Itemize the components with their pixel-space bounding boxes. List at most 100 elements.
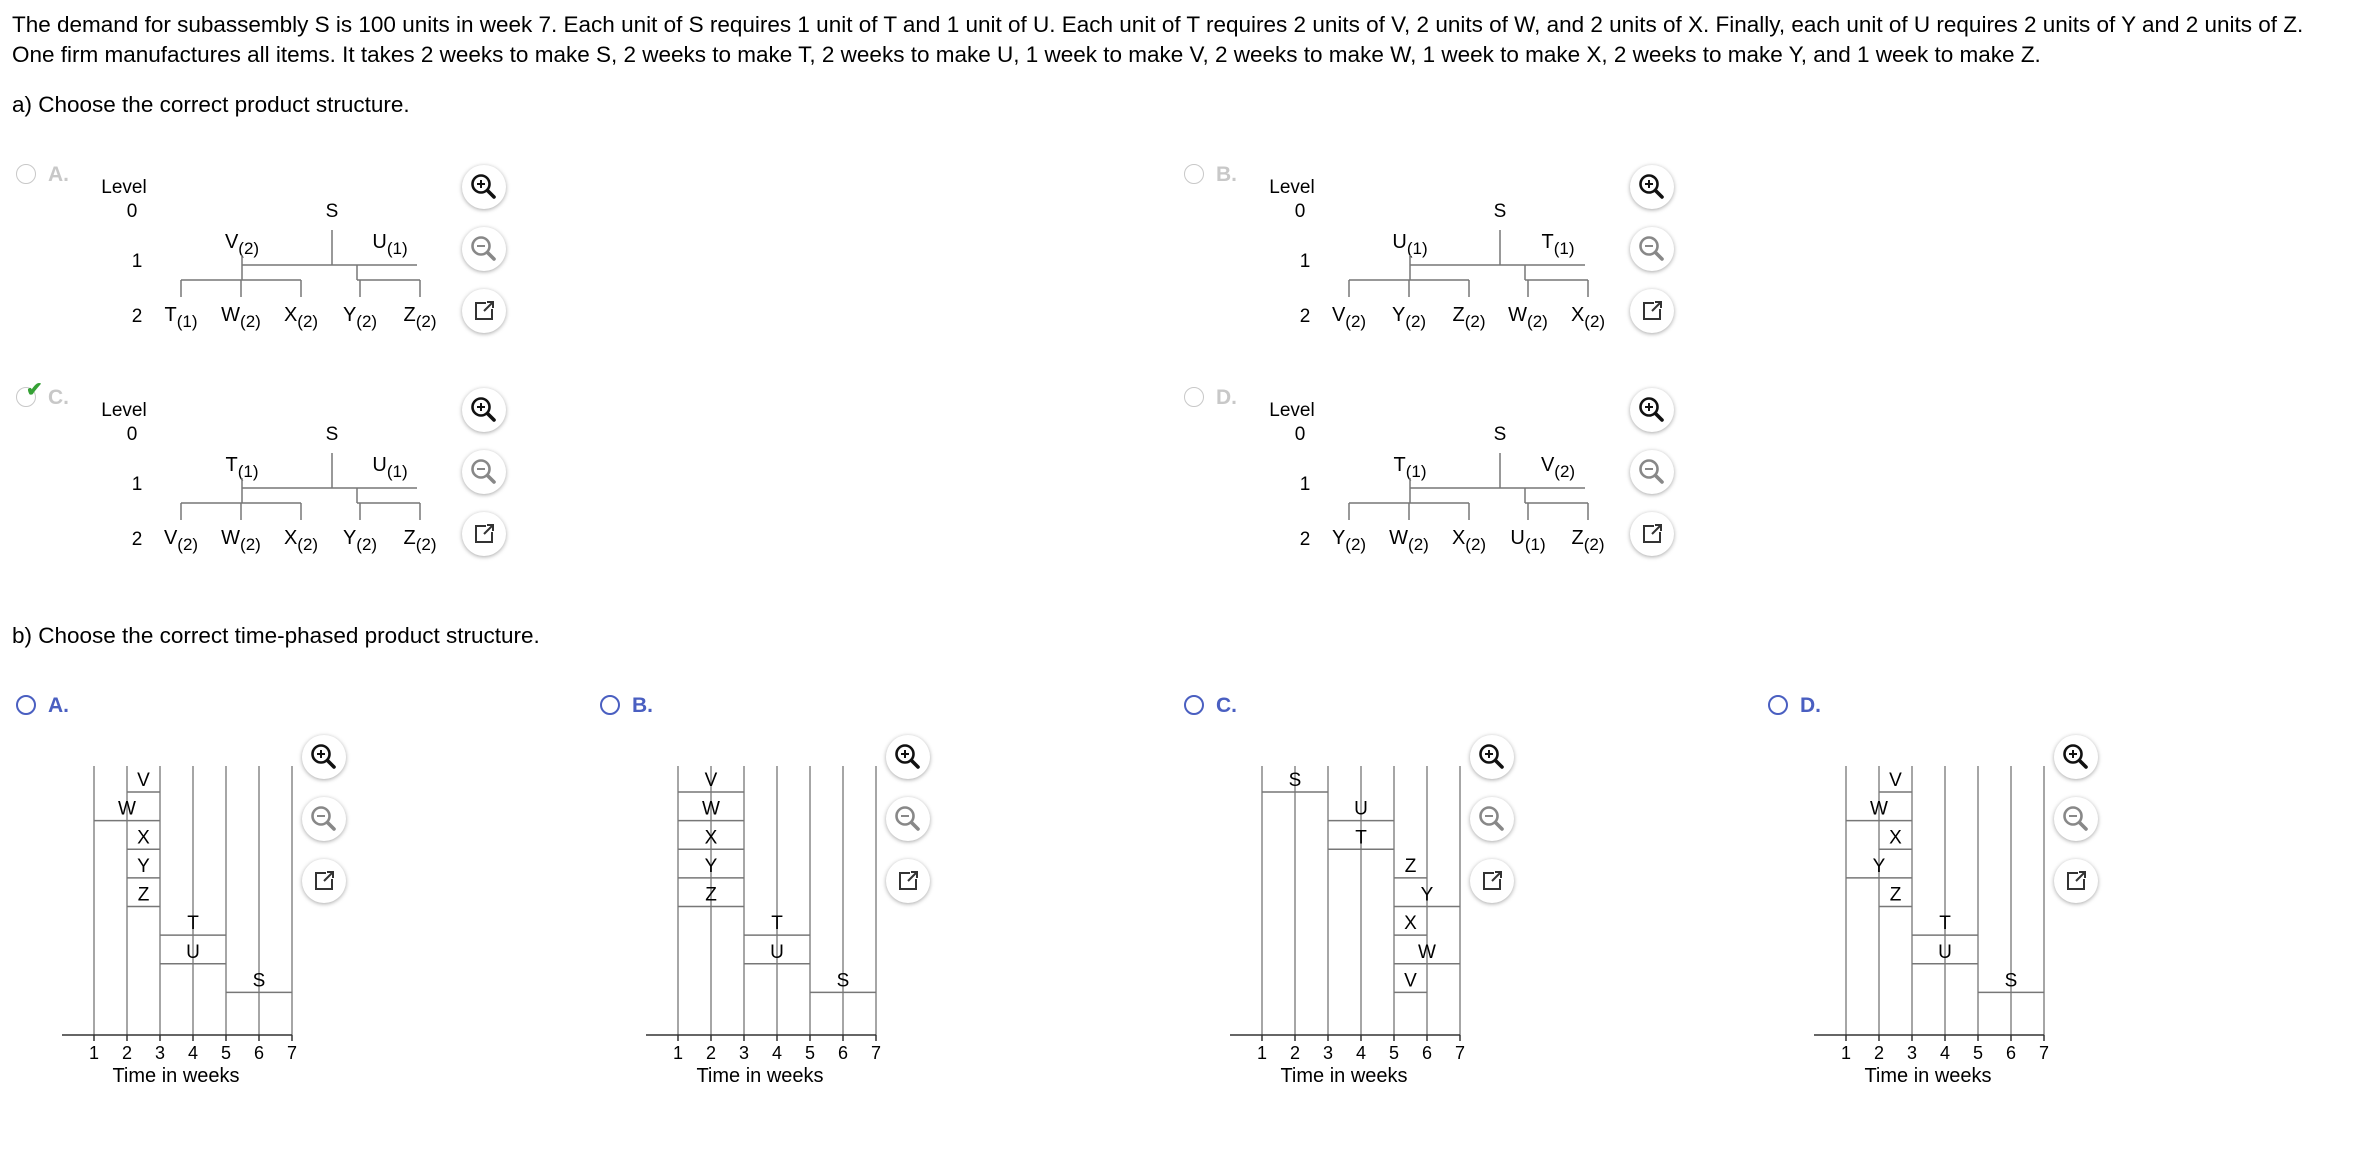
item-label: Y [705,856,718,877]
radio-button[interactable] [16,695,36,715]
zoom-out-button[interactable] [462,450,506,494]
level-title: Level [1269,400,1314,421]
radio-button[interactable] [1184,387,1204,407]
level-number: 0 [127,201,138,222]
option-letter: A. [48,694,69,717]
tick-label: 2 [122,1043,132,1063]
zoom-out-button[interactable] [886,797,930,841]
item-label: V [705,770,718,791]
open-new-window-button[interactable] [886,859,930,903]
zoom-out-button[interactable] [302,797,346,841]
zoom-in-button[interactable] [886,735,930,779]
open-new-window-button[interactable] [462,512,506,556]
zoom-in-button[interactable] [302,735,346,779]
component-label: X(2) [284,304,318,331]
component-label: Z(2) [404,304,437,331]
open-new-window-button[interactable] [462,289,506,333]
item-label: Y [137,856,150,877]
open-new-window-icon [899,871,918,890]
zoom-out-button[interactable] [1630,450,1674,494]
item-label: V [1404,970,1417,991]
option-letter: A. [48,163,69,186]
open-new-window-button[interactable] [2054,859,2098,903]
level-title: Level [101,177,146,198]
item-label: U [186,942,200,963]
open-new-window-icon [2067,871,2086,890]
tick-label: 6 [838,1043,848,1063]
radio-button[interactable] [16,387,36,407]
component-label: T(1) [165,304,198,331]
component-label: Y(2) [1392,304,1426,331]
open-new-window-button[interactable] [1630,289,1674,333]
zoom-out-icon [471,236,496,261]
axis-label: Time in weeks [1280,1065,1407,1087]
zoom-out-button[interactable] [2054,797,2098,841]
level-number: 2 [132,529,143,550]
zoom-out-icon [311,806,336,831]
open-new-window-button[interactable] [1470,859,1514,903]
zoom-in-button[interactable] [1470,735,1514,779]
component-label: T(1) [1542,231,1575,258]
radio-button[interactable] [1184,164,1204,184]
component-label: W(2) [221,304,261,331]
open-new-window-button[interactable] [302,859,346,903]
part-b-prompt: b) Choose the correct time-phased produc… [12,623,540,648]
item-label: Z [1405,856,1417,877]
radio-button[interactable] [600,695,620,715]
item-label: X [1404,913,1417,934]
option-letter: C. [1216,694,1237,717]
component-label: Y(2) [343,527,377,554]
item-label: T [771,913,783,934]
zoom-in-icon [311,744,336,769]
question-text: The demand for subassembly S is 100 unit… [12,12,2304,67]
item-label: V [1889,770,1902,791]
item-label: U [1938,942,1952,963]
item-label: T [1355,827,1367,848]
item-label: S [2005,970,2018,991]
item-label: V [137,770,150,791]
zoom-in-button[interactable] [462,388,506,432]
component-label: U(1) [1392,231,1427,258]
open-new-window-icon [1643,524,1662,543]
radio-button[interactable] [1184,695,1204,715]
tick-label: 4 [772,1043,782,1063]
open-new-window-button[interactable] [1630,512,1674,556]
zoom-out-icon [471,459,496,484]
zoom-out-button[interactable] [1470,797,1514,841]
option-letter: B. [632,694,653,717]
zoom-in-button[interactable] [2054,735,2098,779]
item-label: W [1870,799,1888,820]
radio-button[interactable] [1768,695,1788,715]
zoom-in-button[interactable] [1630,388,1674,432]
zoom-in-button[interactable] [462,165,506,209]
level-number: 0 [1295,424,1306,445]
item-label: S [837,970,850,991]
open-new-window-icon [1643,301,1662,320]
zoom-out-button[interactable] [462,227,506,271]
zoom-in-icon [471,174,496,199]
axis-label: Time in weeks [112,1065,239,1087]
root-item: S [326,424,339,445]
tick-label: 3 [1323,1043,1333,1063]
open-new-window-icon [315,871,334,890]
tick-label: 3 [155,1043,165,1063]
component-label: V(2) [225,231,259,258]
level-number: 2 [1300,529,1311,550]
level-number: 2 [1300,306,1311,327]
component-label: W(2) [221,527,261,554]
item-label: U [770,942,784,963]
radio-button[interactable] [16,164,36,184]
zoom-out-icon [1639,236,1664,261]
zoom-in-button[interactable] [1630,165,1674,209]
tick-label: 5 [805,1043,815,1063]
item-label: Y [1873,856,1886,877]
zoom-out-button[interactable] [1630,227,1674,271]
option-letter: C. [48,386,69,409]
